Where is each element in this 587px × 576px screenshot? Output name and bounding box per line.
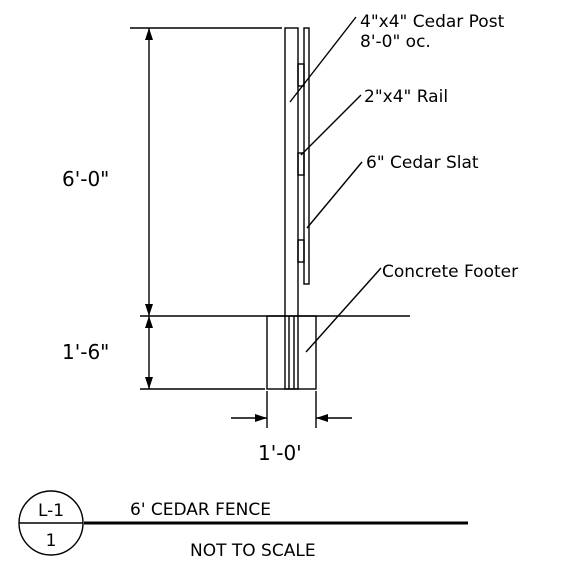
scale-note: NOT TO SCALE <box>190 541 316 561</box>
concrete-footer <box>266 315 317 390</box>
arrow-right <box>255 414 267 422</box>
slat-label: 6" Cedar Slat <box>366 153 479 173</box>
leader-footer <box>305 267 382 353</box>
rail-bottom <box>297 239 305 263</box>
rail-top <box>297 63 305 87</box>
cedar-slat <box>303 27 310 285</box>
post-label: 4"x4" Cedar Post <box>360 12 505 32</box>
detail-number: 1 <box>46 531 57 551</box>
footer-depth-dimension: 1'-6" <box>62 340 109 364</box>
rail-label: 2"x4" Rail <box>364 87 448 107</box>
leader-slat <box>306 161 363 229</box>
arrow-up <box>145 28 153 40</box>
sheet-reference: L-1 <box>38 501 64 521</box>
footer-label: Concrete Footer <box>382 262 518 282</box>
drawing-title: 6' CEDAR FENCE <box>130 500 271 520</box>
arrow-down <box>145 377 153 389</box>
arrow-up <box>145 316 153 328</box>
arrow-left <box>316 414 328 422</box>
post-spacing-label: 8'-0" oc. <box>360 32 431 52</box>
cedar-post <box>284 27 299 390</box>
arrow-down <box>145 304 153 316</box>
leader-rail <box>300 94 362 156</box>
leader-post <box>289 16 357 103</box>
footer-width-dimension: 1'-0' <box>258 441 302 465</box>
height-dimension: 6'-0" <box>62 167 109 191</box>
rail-middle <box>297 152 305 176</box>
